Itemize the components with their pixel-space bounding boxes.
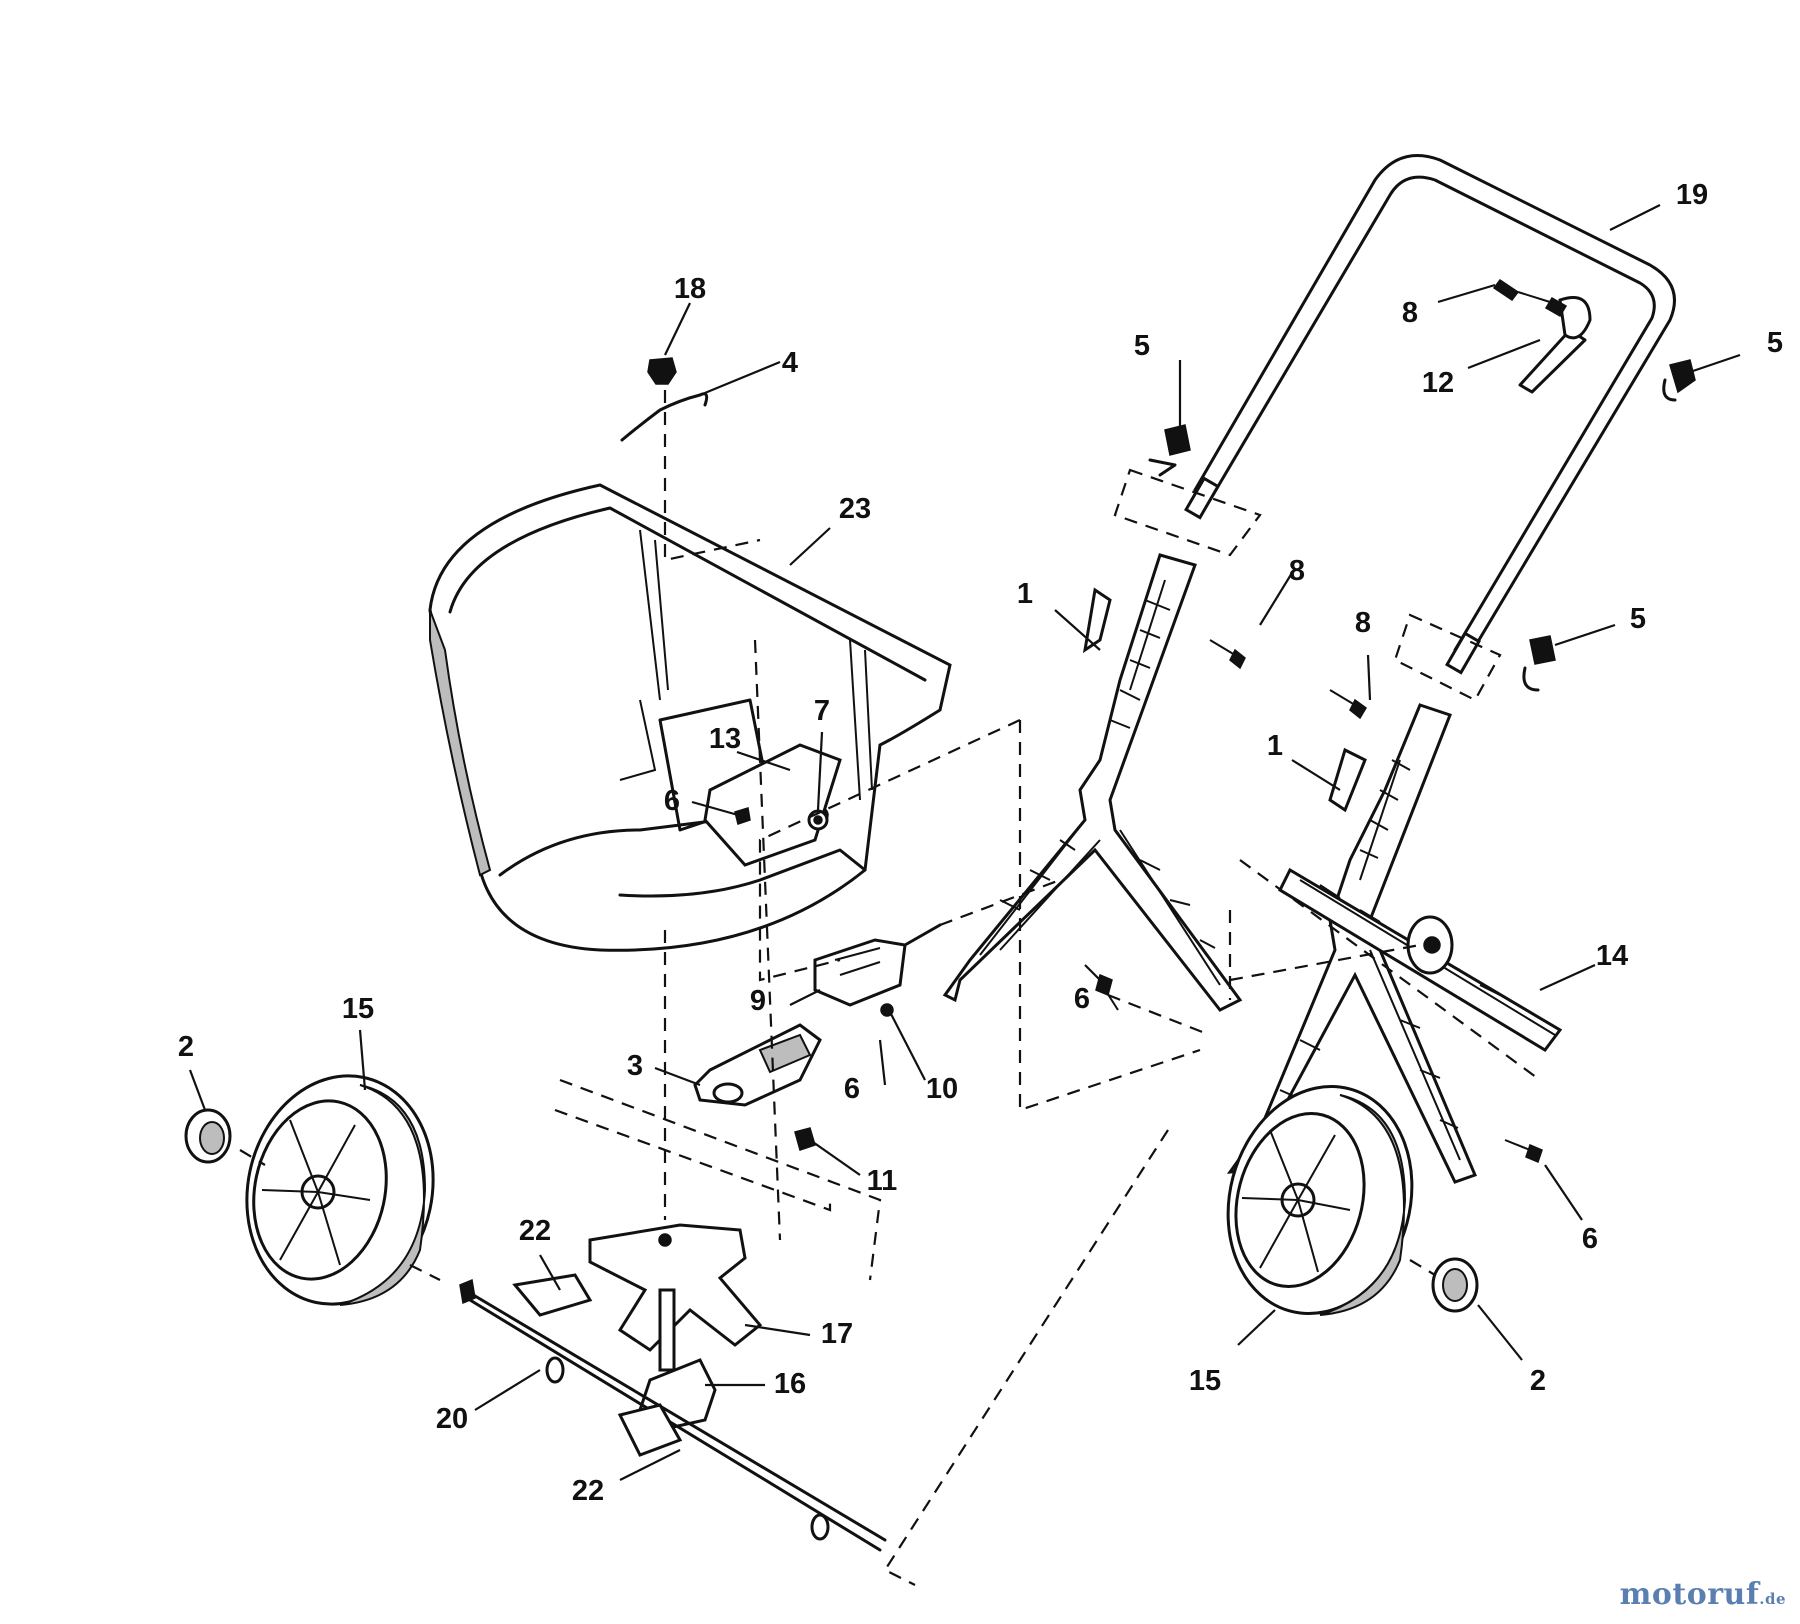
callout-1: 1 [1267, 730, 1283, 762]
callout-6: 6 [1582, 1223, 1598, 1255]
watermark-domain: .de [1759, 1590, 1786, 1608]
callout-15: 15 [1189, 1365, 1221, 1397]
callout-15: 15 [342, 993, 374, 1025]
watermark-logo: motoruf.de [1620, 1577, 1786, 1612]
callout-labels: 18 4 23 13 7 6 9 6 10 3 11 2 15 22 17 16… [178, 179, 1783, 1507]
agitator-part [588, 1223, 763, 1432]
callout-2: 2 [1530, 1365, 1546, 1397]
callout-8: 8 [1355, 607, 1371, 639]
crossbar-part [1278, 867, 1563, 1052]
watermark-brand: motoruf [1619, 1577, 1760, 1612]
callout-12: 12 [1422, 367, 1454, 399]
hub-cap-parts [184, 1108, 1479, 1313]
callout-6: 6 [844, 1073, 860, 1105]
callout-2: 2 [178, 1031, 194, 1063]
wheel-left-part [245, 1074, 435, 1306]
callout-10: 10 [926, 1073, 958, 1105]
lever-part [1492, 278, 1592, 394]
callout-14: 14 [1596, 940, 1628, 972]
callout-6: 6 [1074, 983, 1090, 1015]
callout-9: 9 [750, 985, 766, 1017]
bolt-parts [1095, 639, 1543, 1164]
shutoff-plate-part [693, 1023, 822, 1151]
callout-8: 8 [1402, 297, 1418, 329]
knob-part [620, 357, 709, 442]
callout-19: 19 [1676, 179, 1708, 211]
callout-22: 22 [519, 1215, 551, 1247]
handle-part [1184, 154, 1676, 675]
callout-5: 5 [1134, 330, 1150, 362]
callout-16: 16 [774, 1368, 806, 1400]
callout-22: 22 [572, 1475, 604, 1507]
callout-20: 20 [436, 1403, 468, 1435]
callout-6: 6 [664, 785, 680, 817]
callout-4: 4 [782, 347, 798, 379]
callout-3: 3 [627, 1050, 643, 1082]
callout-18: 18 [674, 273, 706, 305]
wing-nut-parts [1148, 359, 1696, 692]
callout-23: 23 [839, 493, 871, 525]
callout-17: 17 [821, 1318, 853, 1350]
frame-left-part [942, 553, 1243, 1012]
callout-13: 13 [709, 723, 741, 755]
callout-7: 7 [814, 695, 830, 727]
callout-8: 8 [1289, 555, 1305, 587]
leader-lines [188, 204, 1741, 1481]
callout-5: 5 [1630, 603, 1646, 635]
gate-bracket-part [813, 923, 942, 1017]
wheel-right-part [1226, 1085, 1414, 1316]
axle-part [459, 1273, 887, 1552]
callout-5: 5 [1767, 327, 1783, 359]
callout-11: 11 [867, 1165, 898, 1197]
callout-1: 1 [1017, 578, 1033, 610]
assembly-guide-lines [239, 390, 1541, 1586]
hopper-part [428, 483, 952, 952]
